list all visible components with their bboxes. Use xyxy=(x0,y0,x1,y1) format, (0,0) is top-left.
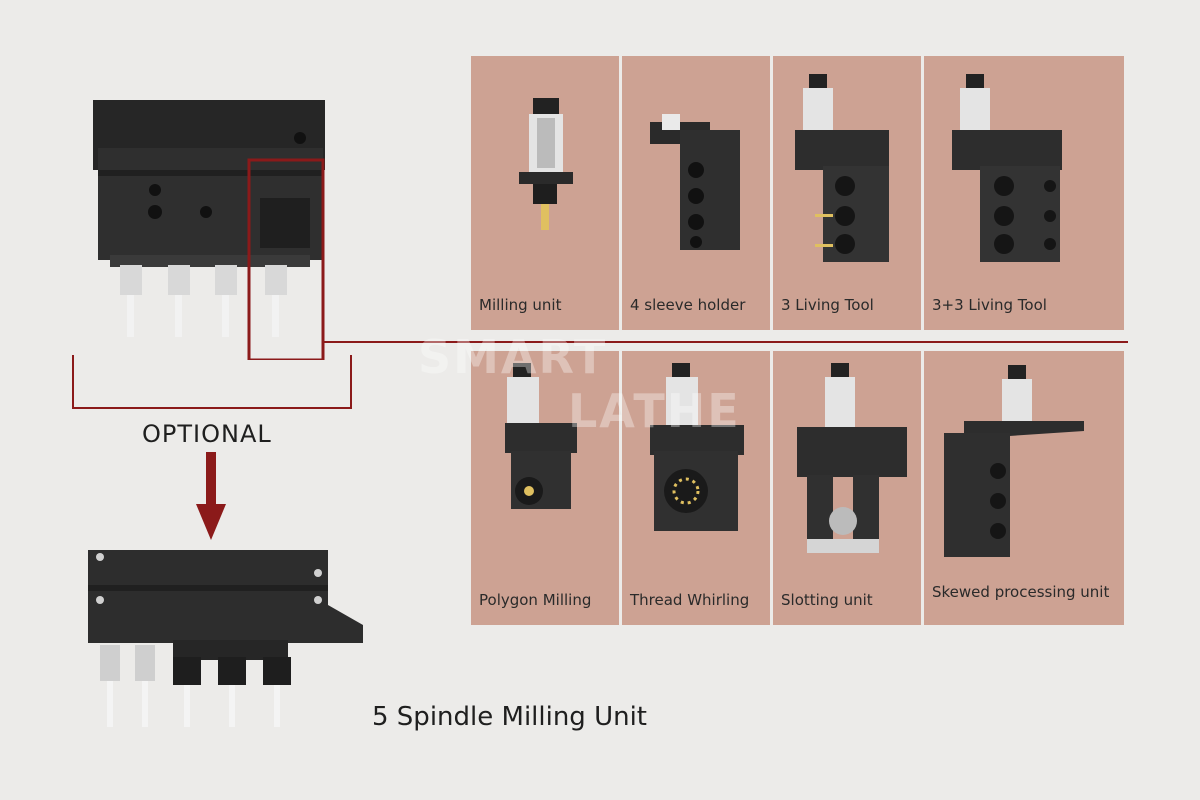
sleeve-holder-illustration xyxy=(650,114,740,250)
panel-label: Thread Whirling xyxy=(630,591,750,609)
panel-label: Milling unit xyxy=(479,296,562,314)
connector-line xyxy=(324,341,1128,343)
down-arrow-icon xyxy=(196,452,226,542)
slotting-unit-illustration xyxy=(797,363,907,553)
living-tool-illustration xyxy=(795,74,889,262)
panel-label: Skewed processing unit xyxy=(932,583,1110,601)
optional-bracket xyxy=(72,355,352,409)
panel-3-plus-3-living-tool: 3+3 Living Tool xyxy=(924,56,1124,330)
living-tool-3-plus-3-illustration xyxy=(952,74,1062,262)
optional-label: OPTIONAL xyxy=(142,420,272,448)
panel-thread-whirling: Thread Whirling xyxy=(622,351,770,625)
panel-label: 4 sleeve holder xyxy=(630,296,746,314)
panel-label: Polygon Milling xyxy=(479,591,592,609)
main-tool-holder-illustration xyxy=(60,90,360,362)
panel-3-living-tool: 3 Living Tool xyxy=(773,56,921,330)
panel-label: Slotting unit xyxy=(781,591,873,609)
thread-whirling-illustration xyxy=(650,363,744,531)
milling-unit-illustration xyxy=(519,98,573,230)
panel-skewed-processing-unit: Skewed processing unit xyxy=(924,351,1124,625)
panel-4-sleeve-holder: 4 sleeve holder xyxy=(622,56,770,330)
watermark-logo: SMART LATHE xyxy=(408,330,808,470)
watermark-line1: SMART xyxy=(418,330,608,384)
bottom-caption: 5 Spindle Milling Unit xyxy=(372,702,648,732)
five-spindle-unit-illustration xyxy=(88,545,368,730)
panel-polygon-milling: Polygon Milling xyxy=(471,351,619,625)
watermark-line2: LATHE xyxy=(568,384,741,438)
panel-slotting-unit: Slotting unit xyxy=(773,351,921,625)
panel-label: 3 Living Tool xyxy=(781,296,874,314)
panel-milling-unit: Milling unit xyxy=(471,56,619,330)
skewed-processing-unit-illustration xyxy=(944,365,1084,557)
panel-label: 3+3 Living Tool xyxy=(932,296,1047,314)
polygon-milling-illustration xyxy=(505,363,577,509)
